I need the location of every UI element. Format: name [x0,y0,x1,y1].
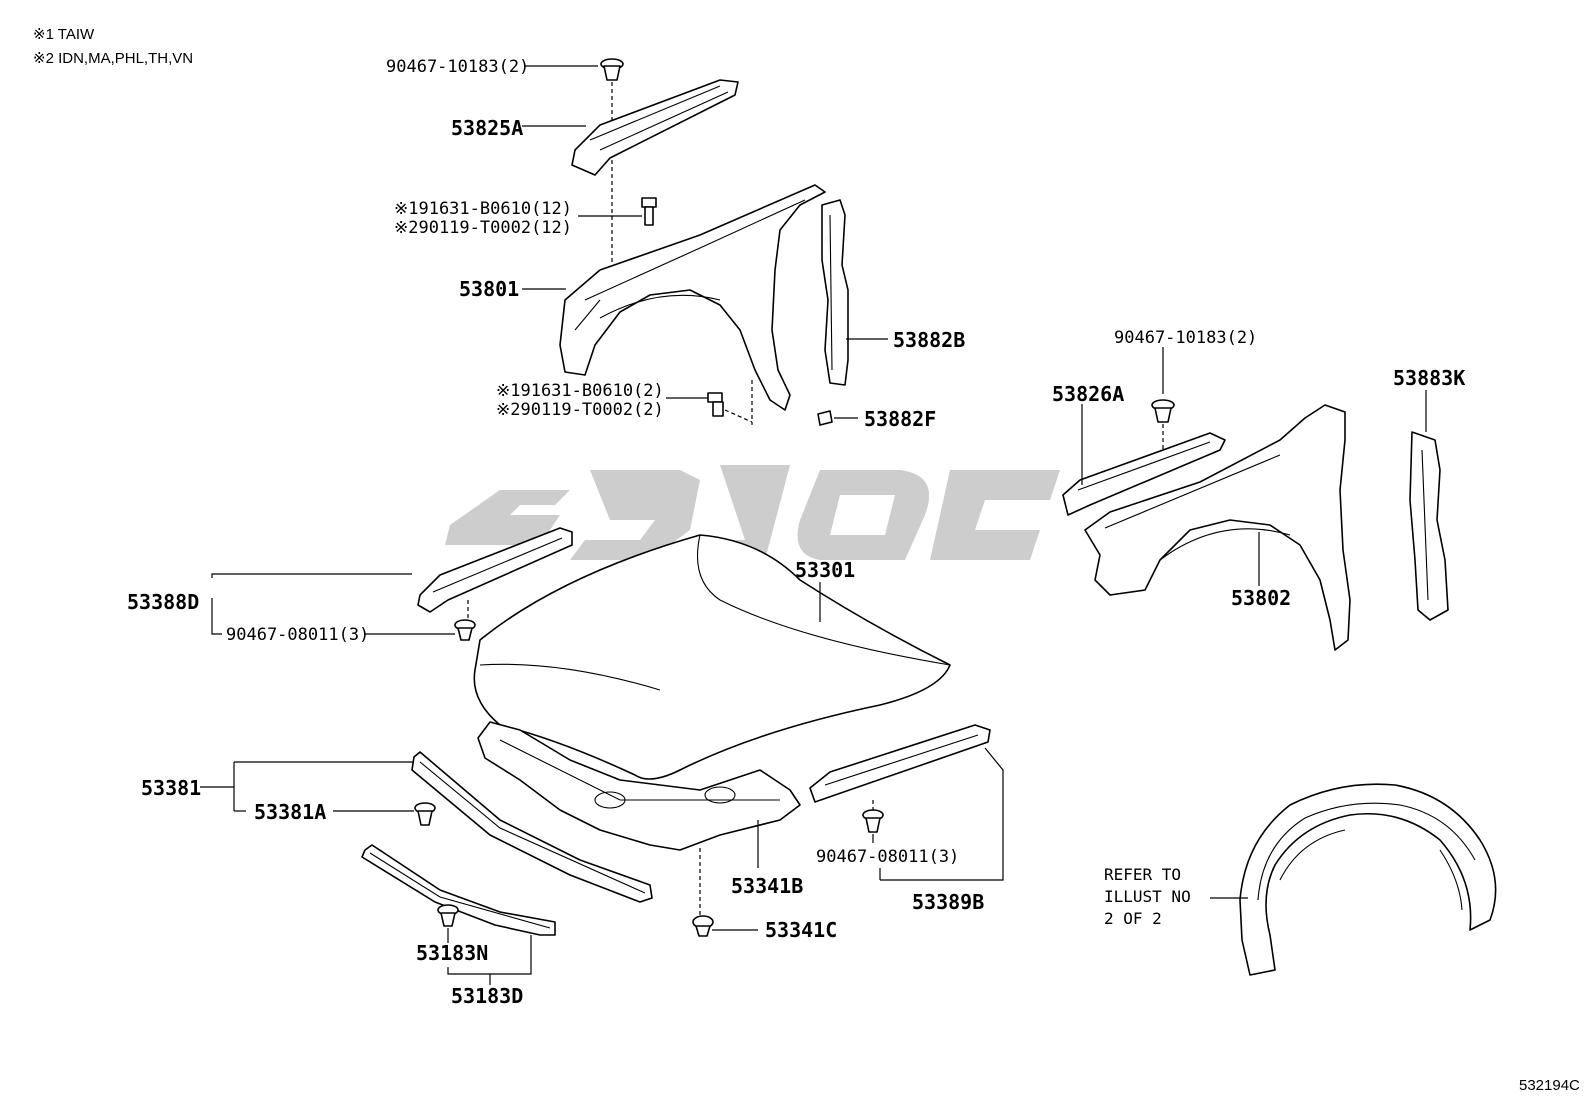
label-53389B: 53389B [912,890,984,914]
label-53388D: 53388D [127,590,199,614]
note-2: ※2 IDN,MA,PHL,TH,VN [33,50,193,67]
fender-liner [1239,783,1497,976]
label-bolt-91631-2: ※191631-B0610(2) [496,381,664,401]
label-53381: 53381 [141,776,201,800]
label-53802: 53802 [1231,586,1291,610]
label-53825A: 53825A [451,116,523,140]
clip-icon [692,915,714,937]
bolt-icon [641,197,657,226]
clip-icon [437,904,459,927]
label-53341C: 53341C [765,918,837,942]
label-53883K: 53883K [1393,366,1465,390]
insulator-53341B [477,721,801,851]
label-53882F: 53882F [864,407,936,431]
label-clip-90467-10183: 90467-10183(2) [386,57,529,77]
seal-53825A [571,79,739,176]
label-53341B: 53341B [731,874,803,898]
seal-53381 [411,751,653,903]
bolt-icon [707,392,724,417]
refer-text-line1: REFER TO [1104,865,1181,884]
seal-53389B [809,724,991,803]
label-53183N: 53183N [416,941,488,965]
seal-53183D [361,844,556,936]
seal-53388D [417,527,573,613]
label-53381A: 53381A [254,800,326,824]
bracket-53882B [821,199,849,386]
hood-53301 [473,534,951,780]
clip-icon [1151,399,1175,423]
refer-text-line2: ILLUST NO [1104,887,1191,906]
pad-53882F [817,410,833,426]
seal-53826A [1062,432,1226,516]
label-bolt-91631-12: ※191631-B0610(12) [394,199,572,219]
label-bolt-90119-12: ※290119-T0002(12) [394,218,572,238]
refer-text-line3: 2 OF 2 [1104,909,1162,928]
label-53826A: 53826A [1052,382,1124,406]
label-bolt-90119-2: ※290119-T0002(2) [496,400,664,420]
label-clip-90467-08011-right: 90467-08011(3) [816,847,959,867]
label-53183D: 53183D [451,984,523,1008]
label-clip-90467-08011-left: 90467-08011(3) [226,625,369,645]
label-53882B: 53882B [893,328,965,352]
note-1: ※1 TAIW [33,26,95,43]
figure-code: 532194C [1519,1077,1580,1094]
clip-icon [600,58,624,81]
fender-53801 [559,184,826,411]
label-clip-90467-10183-right: 90467-10183(2) [1114,328,1257,348]
label-53301: 53301 [795,558,855,582]
bracket-53883K [1409,431,1449,621]
fender-53802 [1084,404,1351,651]
clip-icon [454,619,476,641]
label-53801: 53801 [459,277,519,301]
clip-icon [414,802,436,826]
clip-icon [862,809,884,833]
